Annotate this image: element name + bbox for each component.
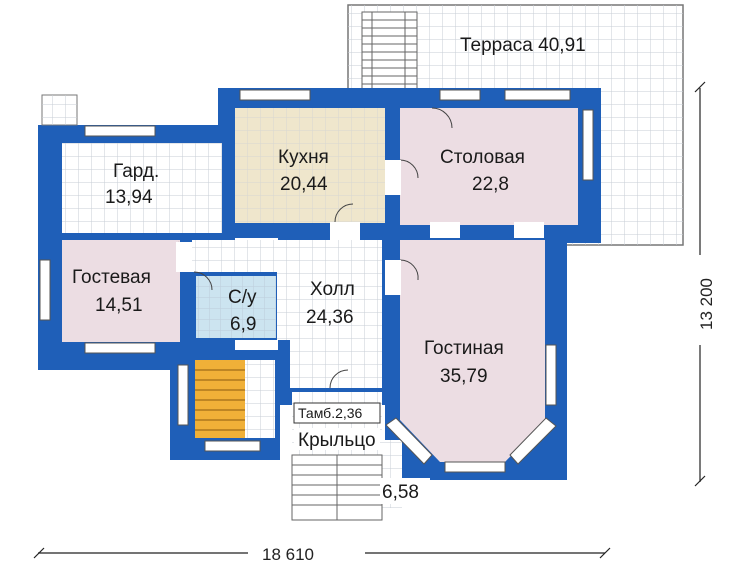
dining-room xyxy=(400,108,578,225)
vestibule-label: Тамб.2,36 xyxy=(298,405,363,421)
terrace-label: Терраса 40,91 xyxy=(460,35,586,56)
width-dimension xyxy=(33,547,611,559)
living-name: Гостиная xyxy=(424,338,504,359)
bathroom-name: С/у xyxy=(228,287,257,308)
hall-name: Холл xyxy=(310,279,355,300)
wardrobe-room xyxy=(62,143,222,233)
kitchen-name: Кухня xyxy=(278,147,329,168)
kitchen-area: 20,44 xyxy=(280,174,328,195)
living-room xyxy=(400,240,545,462)
porch-area xyxy=(291,440,402,521)
bathroom-room xyxy=(192,272,277,340)
small-balcony xyxy=(41,94,78,126)
living-area: 35,79 xyxy=(440,366,488,387)
wardrobe-name: Гард. xyxy=(113,161,159,182)
width-dimension-label: 18 610 xyxy=(262,545,314,564)
hall-area: 24,36 xyxy=(306,307,354,328)
kitchen-room xyxy=(235,108,385,223)
staircase xyxy=(195,360,275,438)
windows xyxy=(39,89,594,473)
door-openings xyxy=(176,160,544,295)
bathroom-area: 6,9 xyxy=(230,314,256,335)
guest-area: 14,51 xyxy=(95,295,143,316)
dining-name: Столовая xyxy=(440,147,525,168)
vestibule-tag: Тамб.2,36 xyxy=(293,402,381,424)
wardrobe-area: 13,94 xyxy=(105,187,153,208)
porch-name: Крыльцо xyxy=(298,430,376,451)
porch-area-label: 6,58 xyxy=(382,482,419,503)
height-dimension-label: 13 200 xyxy=(697,278,716,330)
guest-room xyxy=(62,240,180,342)
porch-tag: Крыльцо xyxy=(294,428,380,451)
dining-area: 22,8 xyxy=(472,174,509,195)
guest-name: Гостевая xyxy=(72,267,151,288)
height-dimension xyxy=(694,81,706,487)
